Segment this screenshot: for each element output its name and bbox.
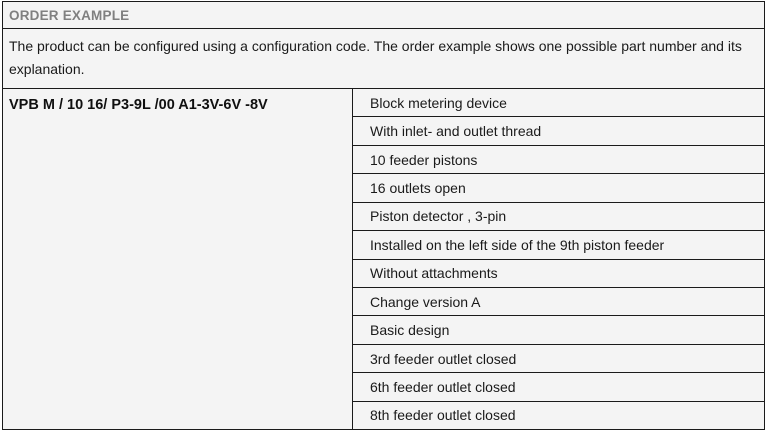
explanation-label: Change version A [370, 293, 481, 310]
explanation-label: 3rd feeder outlet closed [370, 350, 517, 367]
table-row: Change version A [353, 287, 764, 317]
order-example-panel: ORDER EXAMPLE The product can be configu… [2, 1, 765, 430]
table-row: Piston detector , 3-pin [353, 202, 764, 232]
panel-header: ORDER EXAMPLE [3, 2, 764, 29]
order-code-cell: VPB M / 10 16/ P3-9L /00 A1-3V-6V -8V [3, 89, 353, 429]
explanation-label: Installed on the left side of the 9th pi… [370, 236, 665, 253]
order-example-table: VPB M / 10 16/ P3-9L /00 A1-3V-6V -8V Bl… [3, 89, 764, 430]
explanation-label: Basic design [370, 322, 450, 339]
explanation-column: Block metering device With inlet- and ou… [353, 89, 764, 430]
explanation-label: 10 feeder pistons [370, 151, 478, 168]
explanation-label: Without attachments [370, 265, 498, 282]
table-row: Block metering device [353, 89, 764, 118]
explanation-label: Block metering device [370, 94, 507, 111]
table-row: 8th feeder outlet closed [353, 401, 764, 430]
table-row: Without attachments [353, 259, 764, 288]
explanation-label: 16 outlets open [370, 179, 466, 196]
description-text: The product can be configured using a co… [9, 38, 742, 77]
table-row: 3rd feeder outlet closed [353, 344, 764, 374]
table-row: Basic design [353, 316, 764, 345]
table-row: 10 feeder pistons [353, 145, 764, 175]
explanation-label: 6th feeder outlet closed [370, 378, 516, 395]
table-row: Installed on the left side of the 9th pi… [353, 231, 764, 260]
explanation-label: Piston detector , 3-pin [370, 208, 507, 225]
order-code-value: VPB M / 10 16/ P3-9L /00 A1-3V-6V -8V [9, 97, 268, 113]
table-row: 16 outlets open [353, 174, 764, 203]
panel-description: The product can be configured using a co… [3, 29, 764, 89]
table-row: 6th feeder outlet closed [353, 373, 764, 402]
explanation-label: 8th feeder outlet closed [370, 407, 516, 424]
explanation-label: With inlet- and outlet thread [370, 123, 542, 140]
table-row: With inlet- and outlet thread [353, 117, 764, 146]
page-title: ORDER EXAMPLE [9, 7, 130, 23]
